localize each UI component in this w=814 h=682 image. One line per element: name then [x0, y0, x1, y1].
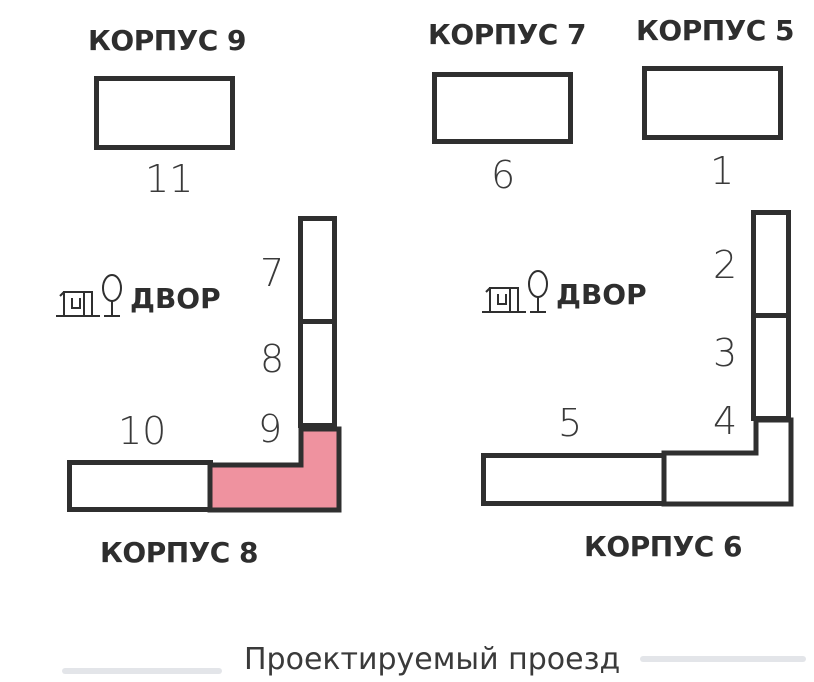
building-label-k7: КОРПУС 7 — [428, 18, 587, 51]
section-number-3: 3 — [713, 331, 738, 375]
section-10-block[interactable] — [67, 460, 213, 512]
section-number-4: 4 — [713, 399, 738, 443]
section-number-2: 2 — [713, 243, 738, 287]
yard-label-right: ДВОР — [556, 277, 647, 311]
section-1-block[interactable] — [642, 66, 783, 140]
section-4-block[interactable] — [659, 415, 799, 511]
section-number-8: 8 — [260, 337, 285, 381]
section-number-9: 9 — [258, 407, 283, 451]
playground-tree-icon — [56, 274, 122, 317]
building-label-k5: КОРПУС 5 — [636, 14, 795, 47]
road-line-left — [62, 668, 222, 674]
playground-tree-icon — [482, 270, 548, 313]
road-label: Проектируемый проезд — [244, 642, 621, 677]
section-7-block[interactable] — [298, 216, 337, 324]
section-8-block[interactable] — [298, 319, 337, 428]
building-label-k6: КОРПУС 6 — [584, 530, 743, 563]
section-3-block[interactable] — [751, 313, 791, 421]
section-6-block[interactable] — [432, 72, 573, 144]
section-9-block-selected[interactable] — [205, 424, 345, 516]
section-11-block[interactable] — [94, 76, 235, 150]
section-5-block[interactable] — [481, 453, 667, 506]
section-number-11: 11 — [145, 157, 194, 201]
building-label-k9: КОРПУС 9 — [88, 24, 247, 57]
section-2-block[interactable] — [751, 210, 791, 318]
yard-left: ДВОР — [54, 272, 221, 324]
section-number-5: 5 — [558, 401, 583, 445]
section-number-6: 6 — [491, 153, 516, 197]
yard-label-left: ДВОР — [130, 281, 221, 315]
section-number-10: 10 — [118, 409, 167, 453]
section-number-7: 7 — [260, 251, 285, 295]
yard-right: ДВОР — [480, 268, 647, 320]
road-line-right — [640, 656, 806, 662]
section-number-1: 1 — [710, 149, 735, 193]
building-label-k8: КОРПУС 8 — [100, 536, 259, 569]
